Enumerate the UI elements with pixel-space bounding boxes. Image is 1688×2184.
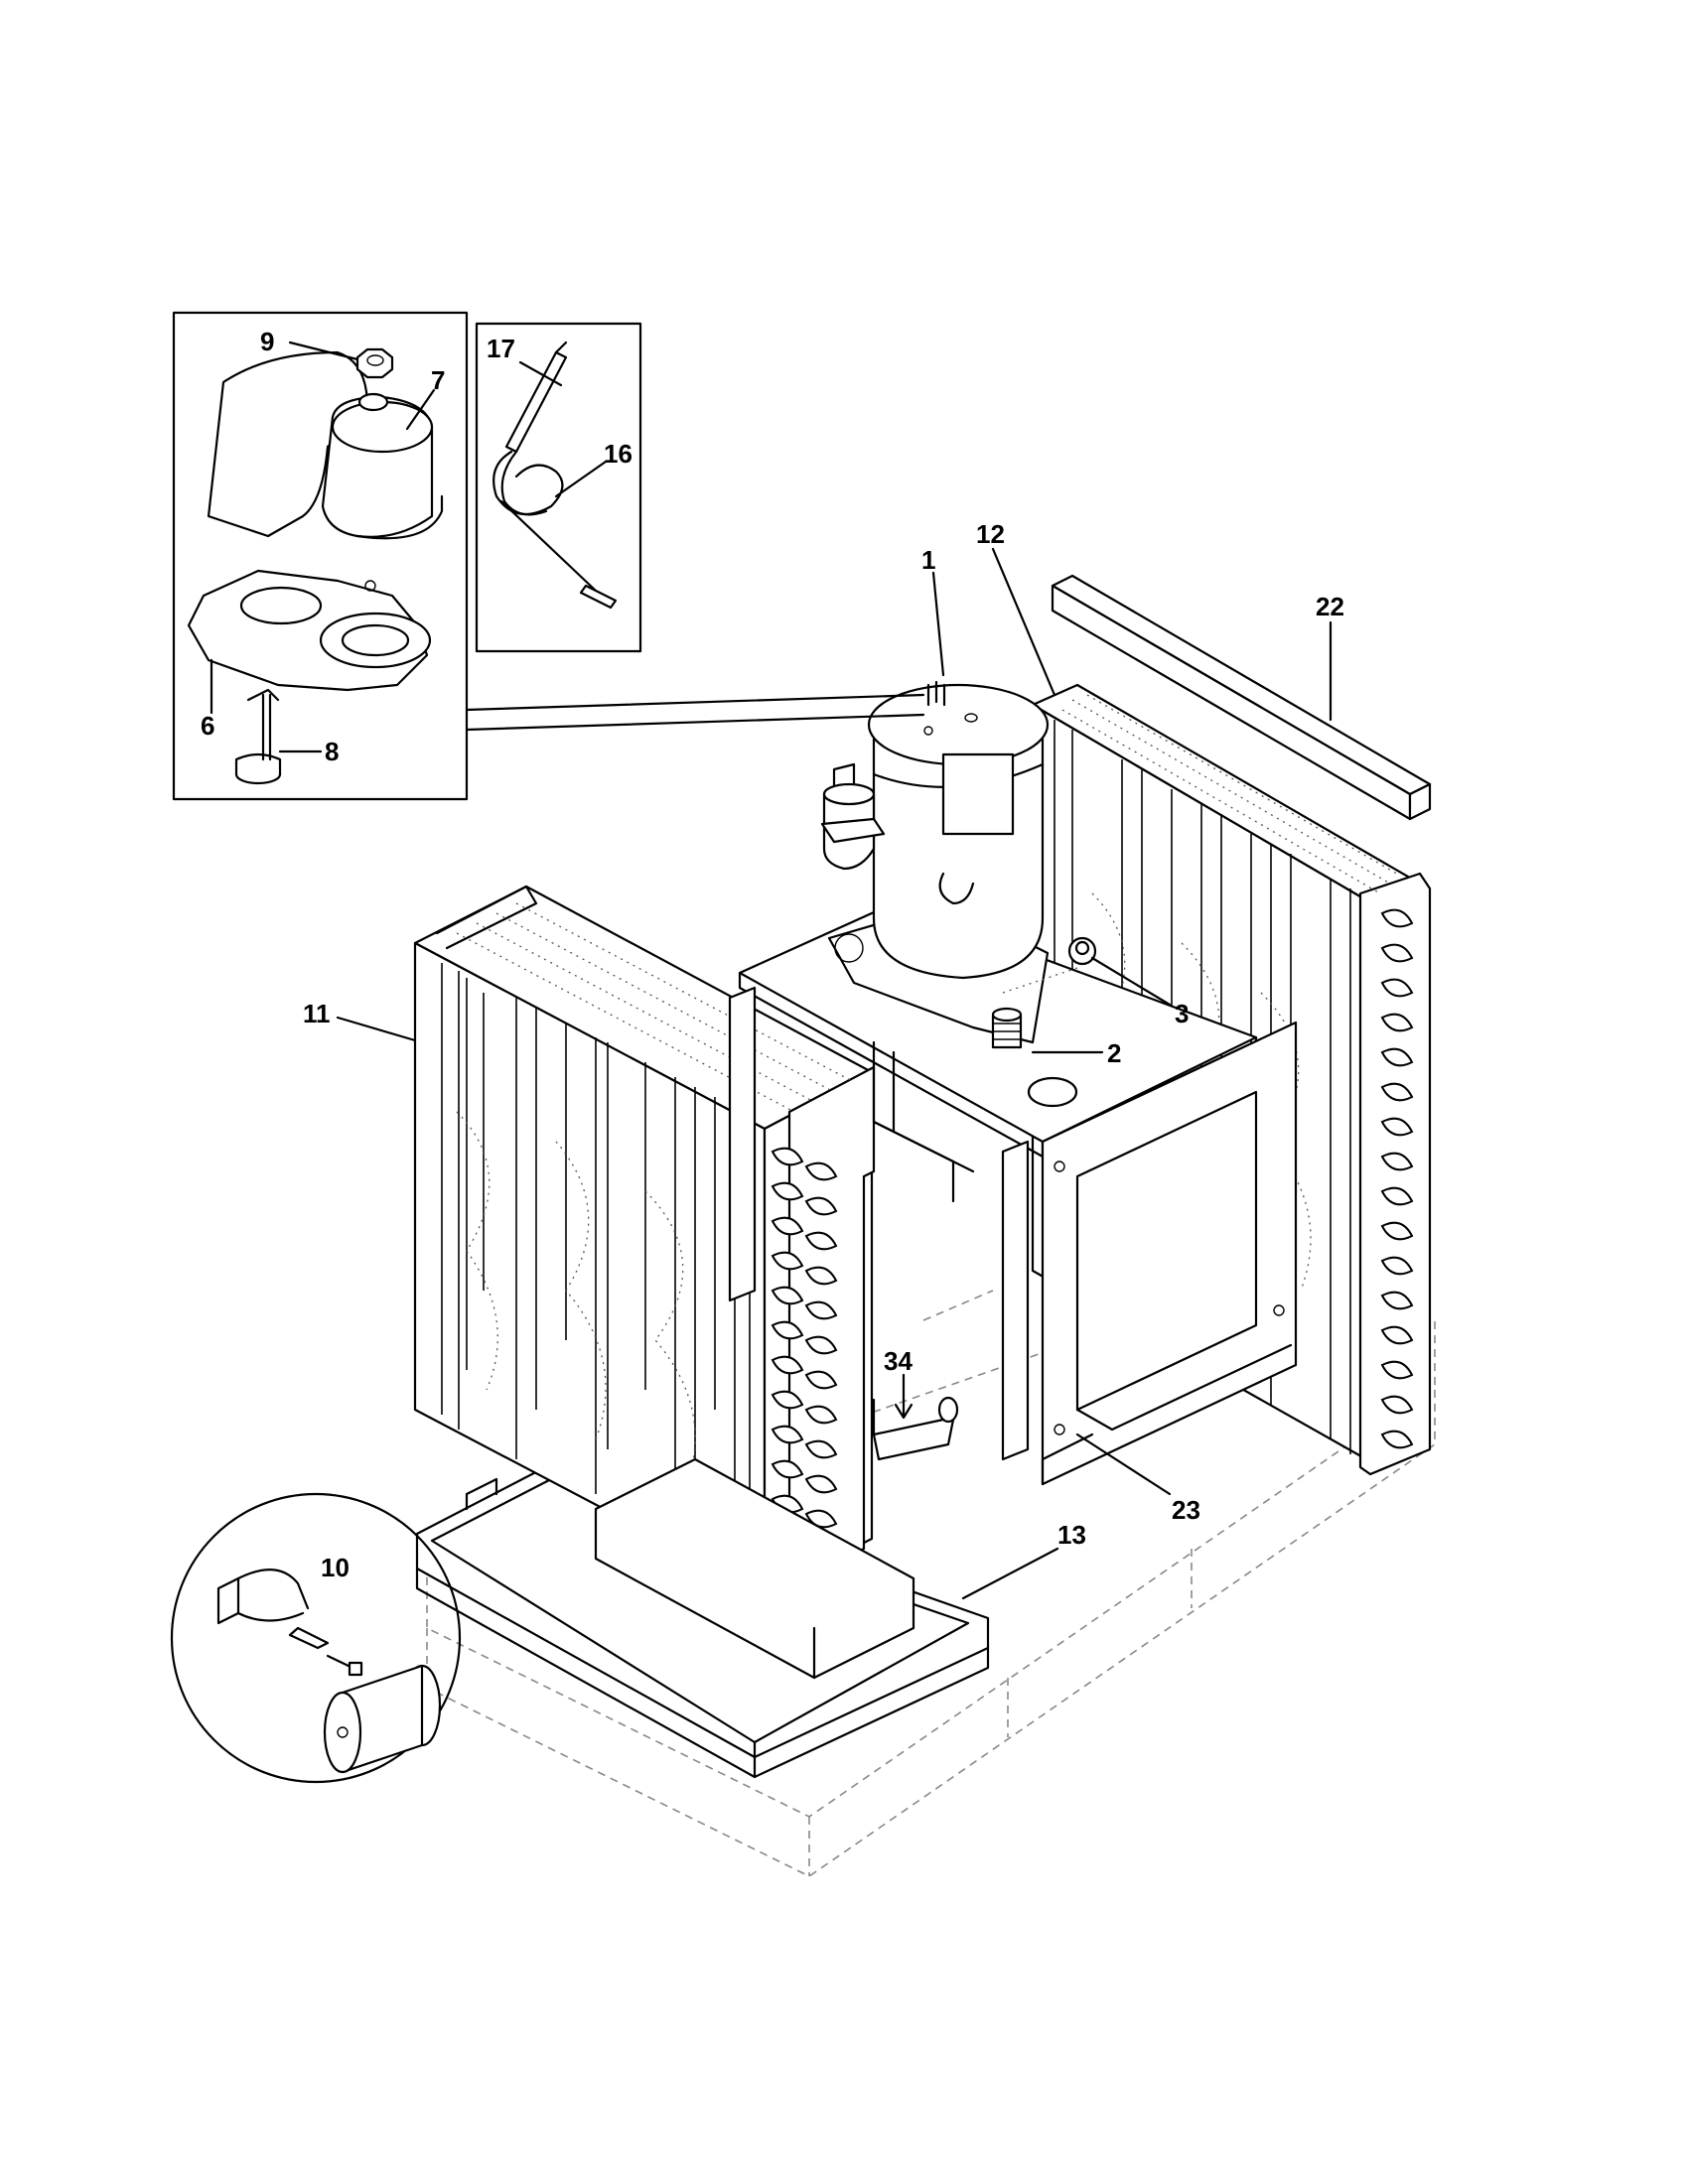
- compressor: [820, 680, 1097, 1049]
- callout-1: 1: [921, 545, 935, 575]
- inset-capacitor-clamp: [170, 1492, 462, 1784]
- callout-9: 9: [260, 327, 274, 356]
- callout-17: 17: [487, 334, 515, 363]
- callout-12: 12: [976, 519, 1005, 549]
- mount-stud-2: [991, 1007, 1023, 1049]
- callout-16: 16: [604, 439, 633, 469]
- callout-34: 34: [884, 1346, 913, 1376]
- callout-7: 7: [431, 365, 445, 395]
- callout-8: 8: [325, 737, 339, 766]
- sensor-8: [234, 688, 282, 785]
- left-coil-return-bends: [771, 1147, 838, 1549]
- callout-23: 23: [1172, 1495, 1200, 1525]
- callout-6: 6: [201, 711, 214, 741]
- inset-thermistor: [475, 322, 642, 653]
- nut-9: [355, 347, 394, 379]
- inset-fan-shroud: [172, 311, 925, 801]
- mounting-bracket-frame: [1041, 1021, 1298, 1486]
- callout-11: 11: [303, 999, 331, 1028]
- base-pan-outline: [426, 1265, 1436, 1877]
- callout-22: 22: [1316, 592, 1344, 621]
- leader-lines: [210, 341, 1333, 1600]
- callout-3: 3: [1175, 999, 1189, 1028]
- screw: [326, 1654, 363, 1677]
- right-coil-return-bends: [1380, 908, 1414, 1449]
- capacitor: [323, 1664, 442, 1774]
- accumulator: [820, 762, 886, 871]
- callout-13: 13: [1057, 1520, 1086, 1550]
- drain-tube: [872, 1396, 959, 1461]
- callout-labels: 9 7 6 8 17 16 1 12 22 3 2 11 34 23 13 10: [201, 327, 1344, 1582]
- grommet-3: [1067, 936, 1097, 966]
- callout-10: 10: [321, 1553, 350, 1582]
- gasket-strip: [1051, 574, 1432, 821]
- callout-2: 2: [1107, 1038, 1121, 1068]
- left-condenser-coil: [413, 885, 915, 1680]
